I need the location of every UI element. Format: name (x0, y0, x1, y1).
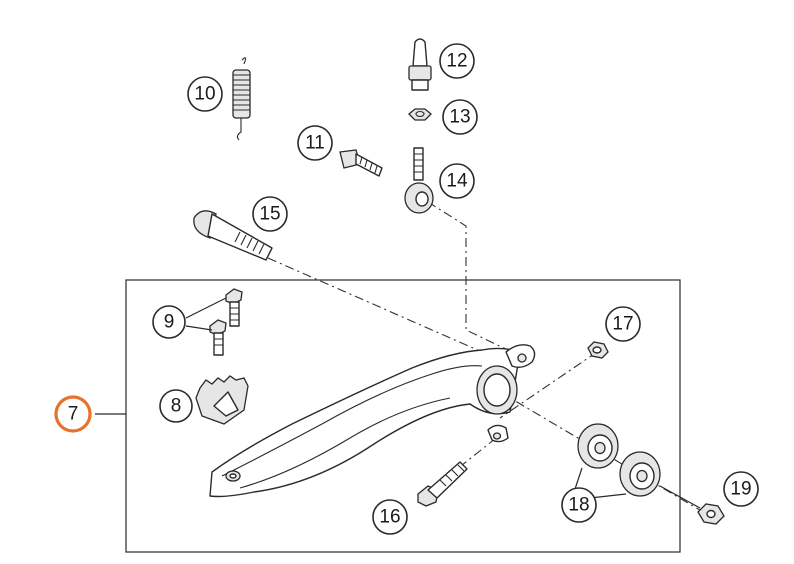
callout-7[interactable]: 7 (54, 395, 92, 433)
callout-18-label: 18 (568, 495, 589, 516)
callout-15-label: 15 (259, 204, 280, 225)
callout-8[interactable]: 8 (159, 389, 193, 423)
eye-bolt-part (404, 147, 434, 214)
callout-14-label: 14 (446, 171, 468, 192)
callout-13[interactable]: 13 (442, 99, 478, 135)
bearing-part (577, 423, 661, 497)
callout-9[interactable]: 9 (152, 305, 186, 339)
callout-13-label: 13 (449, 107, 470, 128)
callout-19-leader (659, 485, 701, 509)
bolt-11-part (339, 149, 383, 177)
nut-part (408, 108, 432, 121)
assembly-frame (125, 279, 681, 553)
callout-14[interactable]: 14 (439, 163, 475, 199)
callout-9-label: 9 (164, 312, 175, 333)
callout-10[interactable]: 10 (187, 76, 223, 112)
brake-pedal-part (209, 344, 536, 498)
callout-12[interactable]: 12 (439, 43, 475, 79)
bolt-15-part (193, 210, 273, 261)
callout-8-label: 8 (171, 396, 182, 417)
callout-12-label: 12 (446, 51, 467, 72)
callout-11[interactable]: 11 (297, 125, 333, 161)
axis-line-14 (427, 201, 509, 351)
nut-17-part (587, 341, 609, 359)
step-plate-part (195, 375, 249, 425)
nut-19-part (697, 503, 725, 525)
callout-10-label: 10 (194, 84, 215, 105)
callout-17-label: 17 (612, 314, 633, 335)
spring-part (232, 57, 251, 141)
callout-17[interactable]: 17 (605, 306, 641, 342)
callout-9-leader (185, 297, 227, 331)
axis-line-15 (267, 257, 506, 363)
bolt-16-part (417, 461, 468, 507)
axis-line-17-19 (499, 351, 598, 419)
callout-18[interactable]: 18 (561, 487, 597, 523)
callout-16-label: 16 (379, 507, 400, 528)
nipple-part (408, 38, 432, 91)
callout-7-label: 7 (68, 404, 79, 425)
screws-part (209, 288, 243, 356)
callout-19-label: 19 (730, 479, 751, 500)
callout-19[interactable]: 19 (723, 471, 759, 507)
callout-11-label: 11 (305, 133, 325, 154)
callout-16[interactable]: 16 (372, 499, 408, 535)
callout-15[interactable]: 15 (252, 196, 288, 232)
